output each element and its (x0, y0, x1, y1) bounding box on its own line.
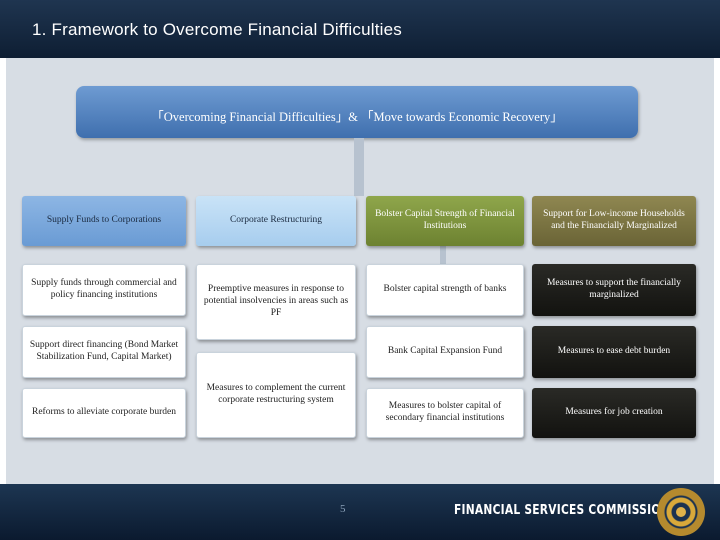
footer (0, 484, 720, 540)
item-box: Support direct financing (Bond Market St… (22, 326, 186, 378)
page-number: 5 (340, 503, 346, 515)
item-box: Measures to bolster capital of secondary… (366, 388, 524, 438)
item-box: Measures to ease debt burden (532, 326, 696, 378)
connector (440, 244, 446, 264)
item-text: Measures to complement the current corpo… (206, 383, 346, 405)
item-text: Supply funds through commercial and poli… (31, 278, 177, 300)
item-text: Measures to support the financially marg… (546, 278, 682, 300)
item-text: Preemptive measures in response to poten… (203, 284, 349, 318)
item-box: Measures to support the financially marg… (532, 264, 696, 316)
column-header-capital-strength: Bolster Capital Strength of Financial In… (366, 196, 524, 246)
item-text: Measures to ease debt burden (557, 346, 671, 357)
item-text: Bolster capital strength of banks (383, 284, 507, 295)
item-box: Measures to complement the current corpo… (196, 352, 356, 438)
connector (354, 138, 364, 196)
item-text: Measures for job creation (565, 407, 663, 418)
item-box: Preemptive measures in response to poten… (196, 264, 356, 340)
title-bar: 1. Framework to Overcome Financial Diffi… (0, 0, 720, 58)
commission-seal-icon (657, 488, 705, 536)
column-header-label: Bolster Capital Strength of Financial In… (375, 209, 515, 231)
main-goal-box: 「Overcoming Financial Difficulties」& 「Mo… (76, 86, 638, 138)
main-goal-text: 「Overcoming Financial Difficulties」& 「Mo… (151, 110, 563, 124)
item-text: Bank Capital Expansion Fund (387, 346, 503, 357)
column-header-restructuring: Corporate Restructuring (196, 196, 356, 246)
organization-logo-text: FINANCIAL SERVICES COMMISSION (454, 503, 670, 518)
item-text: Reforms to alleviate corporate burden (31, 407, 177, 418)
column-header-label: Corporate Restructuring (229, 215, 323, 226)
item-box: Supply funds through commercial and poli… (22, 264, 186, 316)
column-header-label: Supply Funds to Corporations (46, 215, 162, 226)
column-header-supply-funds: Supply Funds to Corporations (22, 196, 186, 246)
item-text: Measures to bolster capital of secondary… (385, 401, 505, 423)
column-header-label: Support for Low-income Households and th… (543, 209, 685, 231)
slide-title: 1. Framework to Overcome Financial Diffi… (32, 20, 402, 39)
item-box: Bank Capital Expansion Fund (366, 326, 524, 378)
item-box: Reforms to alleviate corporate burden (22, 388, 186, 438)
item-box: Measures for job creation (532, 388, 696, 438)
item-text: Support direct financing (Bond Market St… (29, 340, 179, 362)
column-header-low-income-support: Support for Low-income Households and th… (532, 196, 696, 246)
item-box: Bolster capital strength of banks (366, 264, 524, 316)
